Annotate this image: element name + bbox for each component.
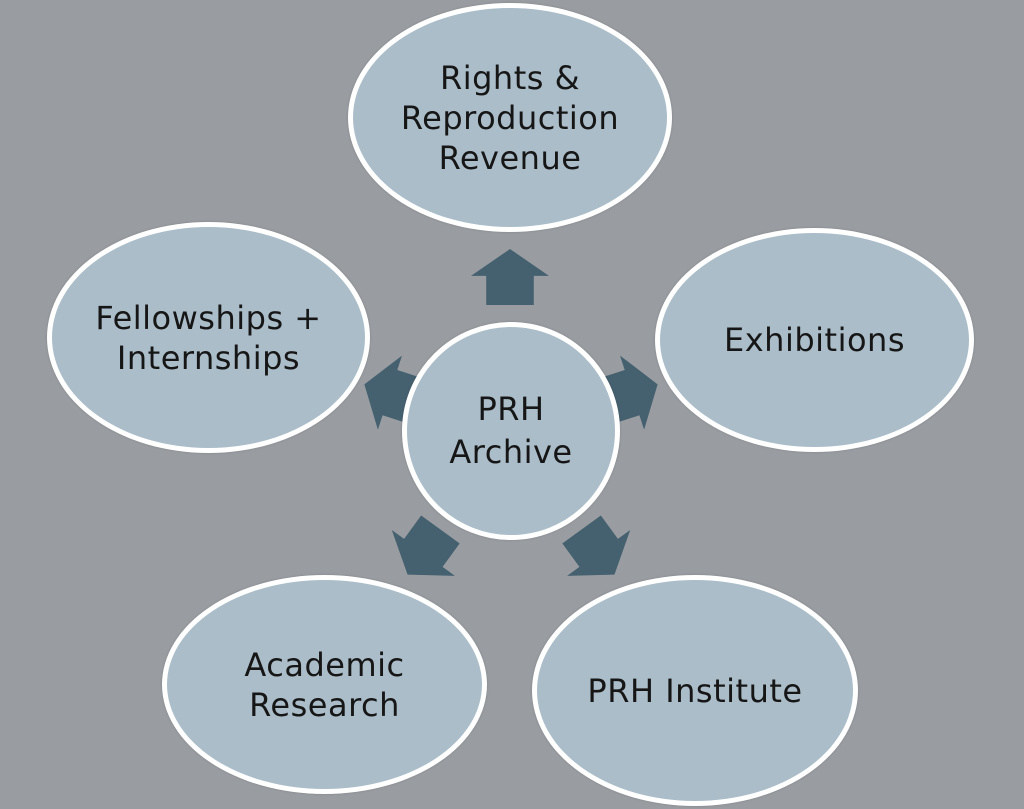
- arrow-hub-to-rights-reproduction-revenue-icon: [471, 249, 549, 305]
- node-fellowships-internships-label: Fellowships + Internships: [95, 298, 322, 377]
- node-fellowships-internships: Fellowships + Internships: [47, 222, 370, 453]
- node-prh-institute-label: PRH Institute: [587, 671, 803, 710]
- node-exhibitions-label: Exhibitions: [724, 321, 905, 359]
- node-exhibitions: Exhibitions: [655, 228, 974, 452]
- node-academic-research-label: Academic Research: [244, 645, 405, 724]
- node-prh-institute: PRH Institute: [532, 575, 858, 806]
- node-rights-reproduction-revenue-label: Rights & Reproduction Revenue: [400, 58, 620, 177]
- node-prh-archive-label: PRH Archive: [449, 390, 573, 471]
- node-prh-archive-hub: PRH Archive: [402, 322, 620, 540]
- node-rights-reproduction-revenue: Rights & Reproduction Revenue: [348, 3, 672, 232]
- node-academic-research: Academic Research: [162, 575, 487, 794]
